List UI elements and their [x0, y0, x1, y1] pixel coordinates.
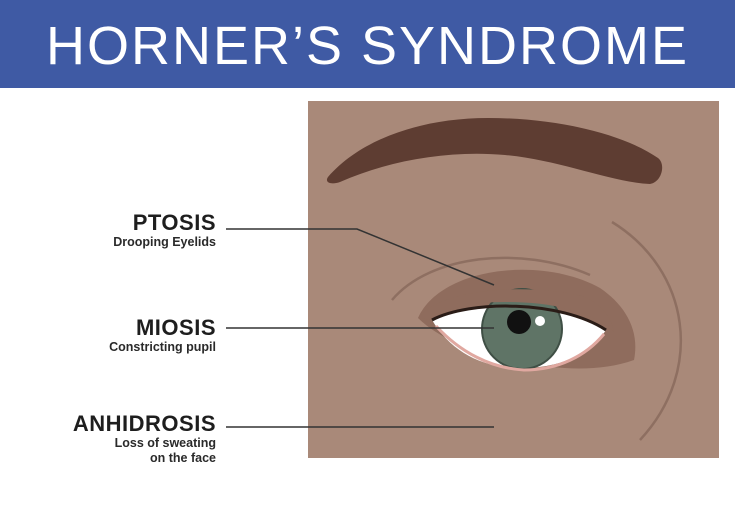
- label-subtitle: Constricting pupil: [109, 340, 216, 354]
- lower-eyelid-rim: [434, 324, 606, 372]
- eye-socket-crease-outer: [611, 220, 683, 441]
- eye-highlight: [535, 316, 545, 326]
- eye-socket-crease-upper: [391, 256, 591, 301]
- pupil: [507, 310, 531, 334]
- label-miosis: MIOSIS Constricting pupil: [109, 316, 216, 355]
- title-banner: HORNER’S SYNDROME: [0, 0, 735, 88]
- label-subtitle-line-1: Loss of sweating: [114, 436, 216, 450]
- label-title: PTOSIS: [132, 210, 216, 235]
- upper-eyelid: [418, 289, 614, 332]
- page-title: HORNER’S SYNDROME: [45, 16, 690, 76]
- eyebrow-shape: [326, 118, 663, 184]
- label-anhidrosis: ANHIDROSIS Loss of sweating on the face: [73, 412, 216, 466]
- label-title: ANHIDROSIS: [72, 411, 216, 436]
- ptosis-leader-line: [226, 228, 495, 286]
- label-subtitle: Drooping Eyelids: [113, 235, 216, 249]
- label-subtitle-line-2: on the face: [150, 451, 216, 465]
- label-ptosis: PTOSIS Drooping Eyelids: [113, 211, 216, 250]
- label-title: MIOSIS: [135, 315, 216, 340]
- upper-lash-line: [431, 304, 607, 332]
